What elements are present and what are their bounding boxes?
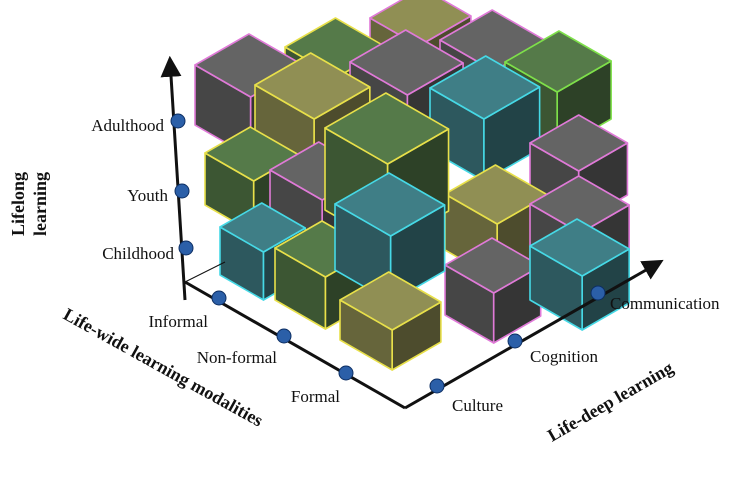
cube-top-face xyxy=(504,30,612,93)
cube-top-face xyxy=(339,271,442,331)
origin-thin-line xyxy=(184,261,226,283)
level-formal: Formal xyxy=(291,387,340,406)
dot-youth xyxy=(174,183,190,199)
cube-top-face xyxy=(349,29,464,96)
level-youth: Youth xyxy=(127,186,168,205)
dot-culture xyxy=(429,378,445,394)
cube-top-face xyxy=(334,172,446,237)
cube-grid xyxy=(194,0,630,371)
vertical-axis xyxy=(160,55,187,301)
axis-dots xyxy=(170,113,606,394)
level-informal: Informal xyxy=(149,312,209,331)
level-adulthood: Adulthood xyxy=(91,116,164,135)
cube-top-face xyxy=(429,55,541,120)
level-childhood: Childhood xyxy=(102,244,174,263)
level-culture: Culture xyxy=(452,396,503,415)
level-communication: Communication xyxy=(610,294,720,313)
cube-top-face xyxy=(324,92,450,165)
dot-cognition xyxy=(507,333,523,349)
dot-informal xyxy=(211,290,227,306)
level-cognition: Cognition xyxy=(530,347,599,366)
dot-formal xyxy=(338,365,354,381)
dot-non-formal xyxy=(276,328,292,344)
cube-top-face xyxy=(529,114,629,172)
dot-adulthood xyxy=(170,113,186,129)
dot-childhood xyxy=(178,240,194,256)
cube-top-face xyxy=(254,52,371,120)
cube-top-face xyxy=(529,175,630,234)
dot-communication xyxy=(590,285,606,301)
cube-top-face xyxy=(529,218,630,277)
cube-top-face xyxy=(219,202,307,253)
vertical-axis-title-line1: Lifelong xyxy=(8,172,28,236)
vertical-axis-title-line2: learning xyxy=(30,172,50,236)
right-axis-title: Life-deep learning xyxy=(544,357,677,445)
right-axis xyxy=(404,259,664,410)
level-non-formal: Non-formal xyxy=(197,348,278,367)
